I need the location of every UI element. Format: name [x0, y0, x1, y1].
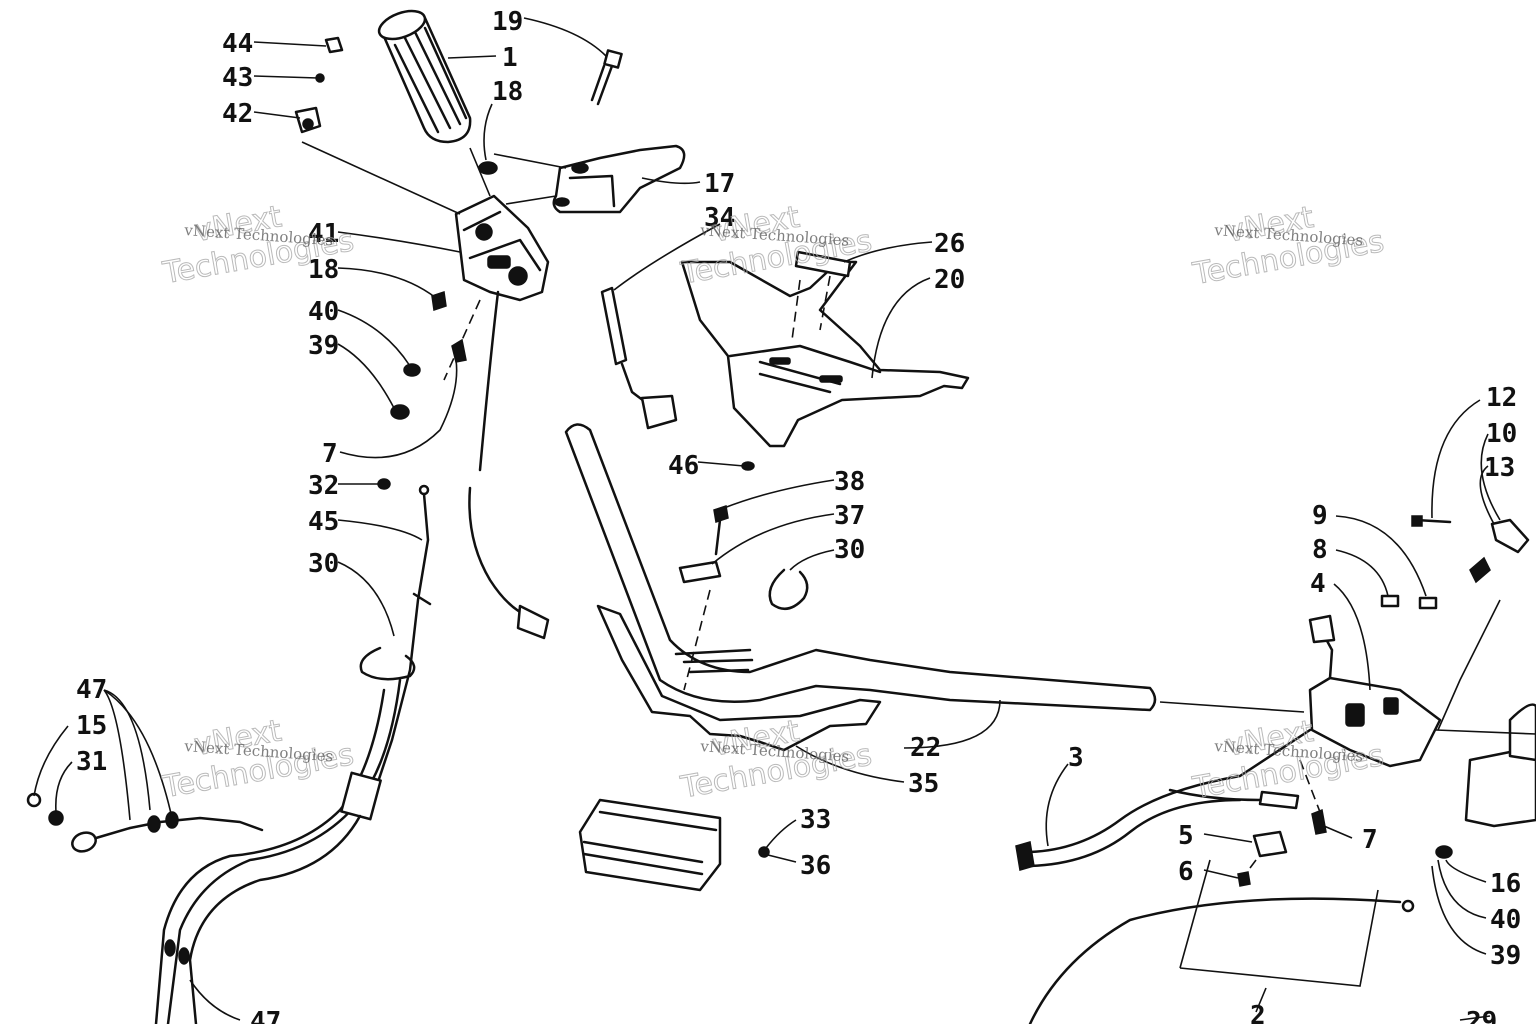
- part-35-bracket: [596, 604, 882, 752]
- callout-12: 12: [1486, 383, 1517, 413]
- alignment-lines: [301, 141, 1536, 987]
- callout-labels: 44 43 42 19 1 18 17 34 41 18 40 39 26 20…: [76, 7, 1521, 1024]
- part-41-throttle-housing: [454, 194, 550, 302]
- part-39-nut: [390, 404, 410, 420]
- part-31-bulb: [71, 831, 97, 853]
- part-handlebar-end-right: [1464, 703, 1536, 828]
- part-8-button: [1380, 594, 1400, 608]
- callout-4: 4: [1310, 569, 1326, 599]
- callout-10: 10: [1486, 419, 1517, 449]
- callout-7-left: 7: [322, 439, 338, 469]
- callout-35: 35: [908, 769, 939, 799]
- part-36-module: [578, 798, 722, 892]
- callout-37: 37: [834, 501, 865, 531]
- callout-26: 26: [934, 229, 965, 259]
- part-37-plate: [678, 560, 722, 584]
- part-wiring-harness-left: [94, 678, 402, 1024]
- callout-32: 32: [308, 471, 339, 501]
- callout-1: 1: [502, 43, 518, 73]
- callout-46: 46: [668, 451, 699, 481]
- callout-43: 43: [222, 63, 253, 93]
- callout-38: 38: [834, 467, 865, 497]
- callout-29: 29: [1466, 1007, 1497, 1024]
- part-4-switch-housing: [1308, 614, 1442, 768]
- callout-30-center: 30: [834, 535, 865, 565]
- callout-3: 3: [1068, 743, 1084, 773]
- part-19-bolt: [590, 49, 623, 106]
- callout-39-right: 39: [1490, 941, 1521, 971]
- part-40-washer: [403, 363, 421, 377]
- part-5-bracket: [1252, 830, 1288, 858]
- part-12-screw: [1411, 515, 1452, 527]
- part-7-screw-right: [1311, 808, 1327, 835]
- callout-30-left: 30: [308, 549, 339, 579]
- part-9-button: [1418, 596, 1438, 610]
- part-6-screw: [1237, 871, 1251, 887]
- callout-15: 15: [76, 711, 107, 741]
- callout-9: 9: [1312, 501, 1328, 531]
- callout-39-left: 39: [308, 331, 339, 361]
- part-13-lever: [1469, 518, 1530, 584]
- part-2-cable: [1028, 897, 1415, 1024]
- part-1-handlebar-grip: [377, 9, 472, 144]
- callout-31: 31: [76, 747, 107, 777]
- callout-19: 19: [492, 7, 523, 37]
- callout-20: 20: [934, 265, 965, 295]
- callout-16: 16: [1490, 869, 1521, 899]
- callout-6: 6: [1178, 857, 1194, 887]
- part-16-washer: [1435, 845, 1453, 859]
- part-17-throttle-bracket: [552, 144, 686, 214]
- callout-47-bottom: 47: [250, 1007, 281, 1024]
- callout-36: 36: [800, 851, 831, 881]
- callout-17: 17: [704, 169, 735, 199]
- callout-34: 34: [704, 203, 735, 233]
- part-22-handlebar: [564, 423, 1157, 712]
- part-throttle-cable: [468, 290, 550, 640]
- callout-leaders: [33, 17, 1501, 1021]
- callout-42: 42: [222, 99, 253, 129]
- callout-44: 44: [222, 29, 253, 59]
- part-18-nut: [431, 291, 447, 311]
- part-34-kill-switch: [600, 286, 678, 430]
- callout-13: 13: [1484, 453, 1515, 483]
- part-44-clip: [324, 36, 344, 54]
- part-26-screw: [794, 250, 852, 278]
- callout-41: 41: [308, 219, 339, 249]
- callout-18-top: 18: [492, 77, 523, 107]
- part-7-screw: [451, 338, 467, 363]
- callout-18-left: 18: [308, 255, 339, 285]
- part-30-clamp: [768, 568, 809, 611]
- callout-45: 45: [308, 507, 339, 537]
- callout-40-right: 40: [1490, 905, 1521, 935]
- part-18-washer: [478, 161, 498, 175]
- part-30-clamp-left: [359, 646, 416, 681]
- part-3-harness: [1015, 728, 1312, 871]
- callout-33: 33: [800, 805, 831, 835]
- callout-22: 22: [910, 733, 941, 763]
- callout-5: 5: [1178, 821, 1194, 851]
- part-38-bolt: [713, 505, 729, 556]
- callout-40-left: 40: [308, 297, 339, 327]
- part-45-cable: [370, 484, 432, 802]
- part-15-socket: [48, 810, 64, 826]
- part-20-handlebar-pad: [680, 260, 970, 448]
- callout-7-right: 7: [1362, 825, 1378, 855]
- part-42-switch: [294, 106, 322, 134]
- callout-8: 8: [1312, 535, 1328, 565]
- callout-47-left: 47: [76, 675, 107, 705]
- callout-2: 2: [1250, 1001, 1266, 1024]
